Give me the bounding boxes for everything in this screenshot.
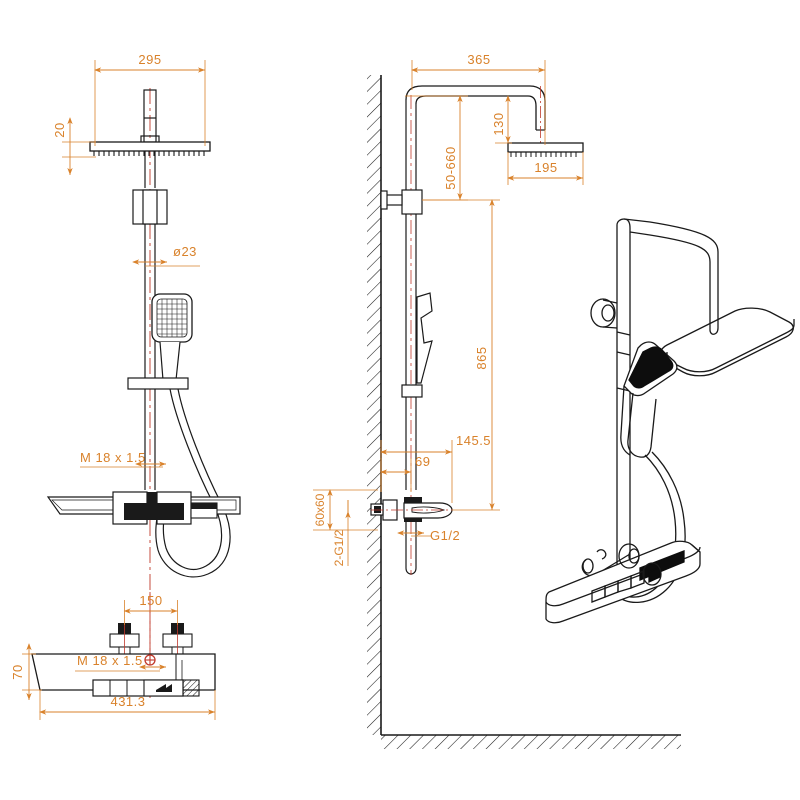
side-elevation-view: 365 130 195 50-660 865 — [313, 52, 584, 575]
iso-rain-head — [659, 307, 795, 377]
dim-side-inlet-spacing: 60x60 — [313, 489, 378, 531]
dim-label-195: 195 — [534, 160, 557, 175]
side-hand-shower — [416, 292, 433, 384]
front-riser-coupling — [132, 189, 168, 225]
dim-side-head-drop: 130 — [405, 95, 512, 144]
dim-label-130: 130 — [491, 112, 506, 135]
iso-shower-arm — [623, 218, 719, 335]
front-mixer-bar — [46, 491, 241, 525]
isometric-view — [545, 218, 795, 624]
dim-label-365: 365 — [467, 52, 490, 67]
dim-side-arm-projection: 365 — [411, 52, 546, 145]
dim-label-69: 69 — [415, 454, 430, 469]
dim-label-2-g12: 2-G1/2 — [332, 529, 346, 566]
dim-front-riser-diameter: ø23 — [132, 244, 200, 267]
detail-control-strip — [92, 679, 200, 697]
front-slider-bracket — [127, 377, 189, 390]
dim-detail-thread: M 18 x 1.5 — [75, 653, 166, 672]
dim-detail-inlet-centers: 150 — [123, 593, 178, 625]
dim-detail-bar-length: 431.3 — [39, 690, 216, 720]
dim-label-295: 295 — [138, 52, 161, 67]
side-rain-head — [507, 142, 584, 157]
dim-side-outlet-thread: G1/2 — [397, 528, 460, 543]
front-shower-hose — [162, 388, 223, 570]
dim-label-60x60: 60x60 — [313, 493, 327, 526]
dim-side-bracket-offset: 145.5 — [380, 433, 491, 503]
dim-label-m18-front: M 18 x 1.5 — [80, 450, 146, 465]
dim-label-4313: 431.3 — [110, 694, 145, 709]
dim-label-d23: ø23 — [173, 244, 197, 259]
dim-label-145-5: 145.5 — [456, 433, 491, 448]
dim-detail-bar-height: 70 — [10, 643, 42, 700]
detail-eccentric-left — [109, 623, 140, 662]
iso-riser — [616, 218, 631, 592]
iso-mixer-bar — [545, 540, 701, 624]
iso-lower-flange — [618, 543, 662, 586]
front-riser-pipe — [144, 151, 156, 490]
dim-side-head-depth: 195 — [507, 152, 584, 185]
dim-front-inlet-thread: M 18 x 1.5 — [80, 450, 166, 468]
dim-side-inlet-thread: 2-G1/2 — [332, 500, 351, 566]
dim-side-wall-offset: 69 — [380, 454, 430, 492]
side-wall-bracket-upper — [380, 189, 423, 215]
mixer-bar-detail-view: 150 70 431.3 M 18 x 1.5 — [10, 592, 216, 720]
detail-eccentric-right — [162, 623, 193, 662]
iso-wall-flange — [590, 298, 618, 329]
iso-hand-shower — [620, 341, 678, 458]
dim-label-m18-detail: M 18 x 1.5 — [77, 653, 143, 668]
dim-label-150: 150 — [139, 593, 162, 608]
dim-label-865: 865 — [474, 346, 489, 369]
front-rain-head — [89, 141, 211, 156]
dim-side-riser-adjust: 50-660 — [418, 95, 468, 201]
side-shower-arm-outer — [405, 85, 546, 130]
front-shower-hose-inner — [155, 388, 231, 578]
wall-and-floor — [367, 75, 681, 749]
side-slider-bracket — [401, 384, 423, 398]
dim-front-overhead-width: 295 — [94, 52, 206, 146]
side-shower-arm-inner — [415, 95, 537, 130]
dim-label-70: 70 — [10, 664, 25, 679]
side-mixer-body — [370, 497, 453, 522]
front-hand-shower — [151, 293, 193, 381]
dim-side-riser-height: 865 — [422, 199, 500, 511]
dim-label-20: 20 — [52, 122, 67, 137]
front-elevation-view: 295 20 ø23 M 18 x 1.5 — [46, 52, 241, 700]
dim-label-50-660: 50-660 — [443, 146, 458, 189]
dim-label-g12: G1/2 — [430, 528, 460, 543]
dim-front-head-thickness: 20 — [52, 117, 96, 175]
